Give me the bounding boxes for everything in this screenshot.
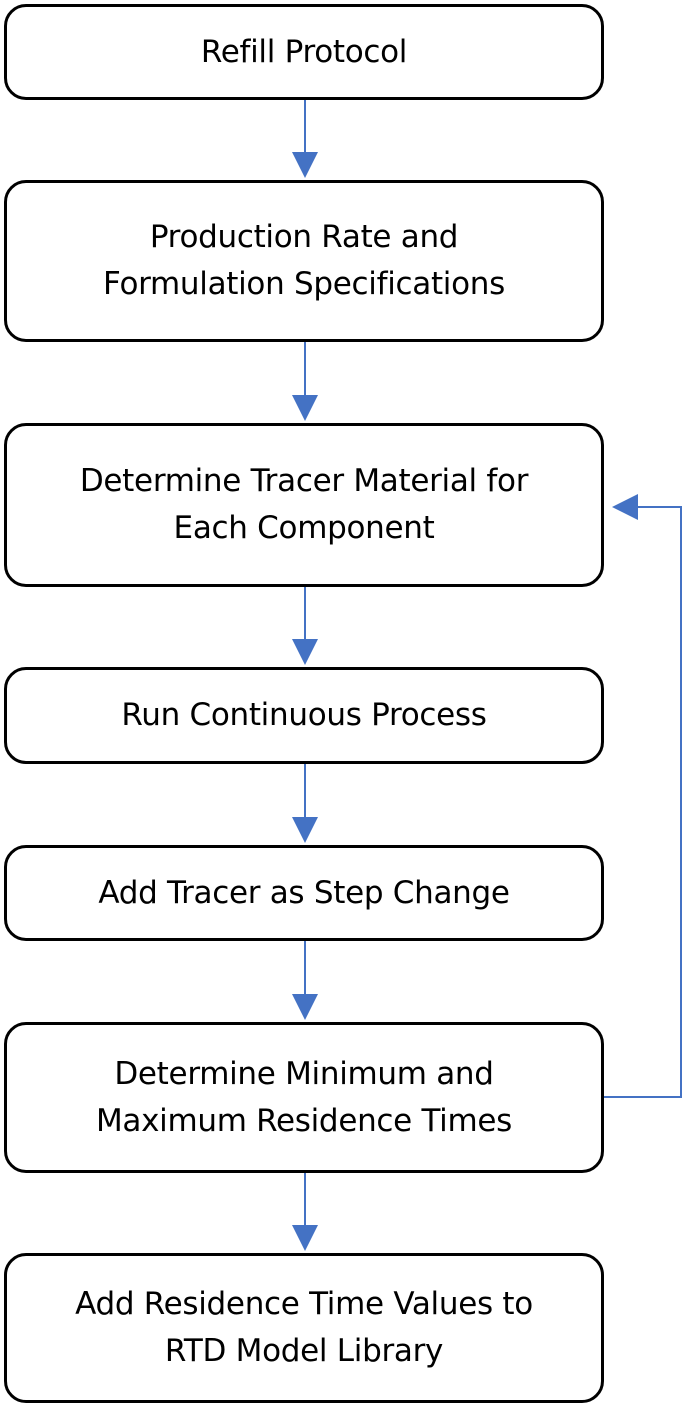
step-label-line-1: Production Rate and [149, 219, 459, 255]
feedback-loop-arrowhead [612, 494, 638, 520]
step-label-line-1: Determine Tracer Material for [79, 463, 529, 499]
arrowhead-step-6-to-7 [292, 1225, 318, 1251]
step-label-line-1: Determine Minimum and [114, 1055, 494, 1092]
step-label-line-2: RTD Model Library [164, 1333, 444, 1369]
arrowhead-step-4-to-5 [292, 817, 318, 843]
arrowhead-step-3-to-4 [292, 639, 318, 665]
feedback-loop-connector [604, 506, 682, 1098]
step-determine-residence-times: Determine Minimum and Maximum Residence … [4, 1022, 604, 1173]
step-production-rate: Production Rate and Formulation Specific… [4, 180, 604, 342]
step-label-line-1: Add Residence Time Values to [75, 1286, 533, 1322]
step-label-line-2: Maximum Residence Times [95, 1102, 513, 1139]
step-determine-tracer-material: Determine Tracer Material for Each Compo… [4, 423, 604, 587]
step-label: Refill Protocol [200, 33, 408, 70]
step-label: Add Tracer as Step Change [98, 874, 510, 911]
step-label-line-2: Formulation Specifications [103, 266, 505, 302]
step-label: Run Continuous Process [121, 697, 487, 733]
step-add-residence-time-values: Add Residence Time Values to RTD Model L… [4, 1253, 604, 1403]
arrowhead-step-2-to-3 [292, 395, 318, 421]
step-run-continuous-process: Run Continuous Process [4, 667, 604, 764]
step-refill-protocol: Refill Protocol [4, 4, 604, 100]
step-add-tracer-step-change: Add Tracer as Step Change [4, 845, 604, 941]
step-label-line-2: Each Component [173, 510, 435, 546]
arrowhead-step-1-to-2 [292, 152, 318, 178]
arrowhead-step-5-to-6 [292, 994, 318, 1020]
